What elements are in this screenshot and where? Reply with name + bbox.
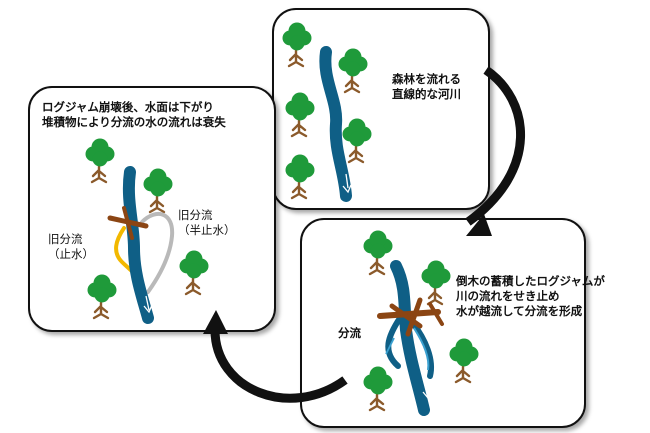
arrow-forest-to-logjam [465, 66, 526, 226]
main-channel [390, 260, 430, 416]
logjam-caption-line-2: 川の流れをせき止め [456, 289, 560, 303]
branch-left [385, 315, 403, 369]
collapse-caption: ログジャム崩壊後、水面は下がり堆積物により分流の水の流れは衰失 [42, 100, 226, 130]
branch-right [409, 319, 434, 379]
panel-logjam-collapse [28, 86, 276, 332]
remaining-channel [122, 166, 154, 324]
old-branch-half-line-2: （半止水） [178, 223, 236, 237]
cycle-arrows [203, 66, 526, 403]
forest-caption: 森林を流れる直線的な河川 [392, 72, 461, 102]
old-branch-still-label: 旧分流（止水） [48, 232, 94, 262]
panel3-graphics [84, 137, 210, 324]
panel2-graphics [362, 229, 480, 416]
old-branch-half-label: 旧分流（半止水） [178, 208, 236, 238]
old-branch-half-line-1: 旧分流 [178, 208, 213, 222]
forest-caption-line-2: 直線的な河川 [392, 87, 461, 101]
straight-river [319, 46, 352, 202]
branch-label: 分流 [338, 326, 361, 340]
old-branch-still-line-2: （止水） [48, 247, 94, 261]
collapsed-logjam [107, 206, 149, 240]
arrow-logjam-to-collapse [210, 329, 348, 403]
forest-caption-line-1: 森林を流れる [392, 72, 461, 86]
old-branch-gray [140, 211, 175, 294]
collapse-caption-line-2: 堆積物により分流の水の流れは衰失 [42, 115, 226, 129]
logjam-caption-line-3: 水が越流して分流を形成 [456, 304, 583, 318]
logjam-caption: 倒木の蓄積したログジャムが川の流れをせき止め水が越流して分流を形成 [456, 274, 605, 319]
panel1-graphics [281, 21, 373, 202]
logjam-caption-line-1: 倒木の蓄積したログジャムが [456, 274, 605, 288]
collapse-caption-line-1: ログジャム崩壊後、水面は下がり [42, 100, 214, 114]
old-branch-still-line-1: 旧分流 [48, 232, 83, 246]
logjam [377, 297, 444, 337]
